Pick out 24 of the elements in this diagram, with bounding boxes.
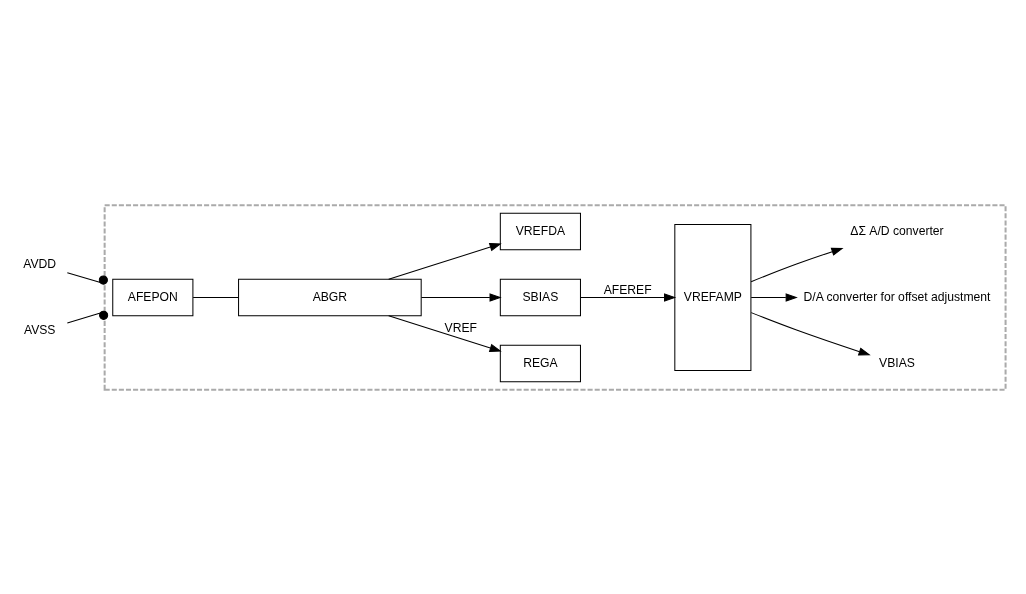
arrow <box>388 314 502 352</box>
connector <box>66 310 109 323</box>
cluster <box>103 203 1007 391</box>
node-text: D/A converter for offset adjustment <box>803 289 991 304</box>
node-box: ABGR <box>238 278 422 316</box>
node-box: SBIAS <box>499 278 581 316</box>
node-box: VREFDA <box>499 212 581 250</box>
edge-label: AFEREF <box>603 282 652 297</box>
node-box: VREFAMP <box>674 223 752 371</box>
node-text: ΔΣ A/D converter <box>850 223 944 238</box>
arrow <box>750 292 798 302</box>
connector <box>66 271 108 285</box>
node-box: REGA <box>499 344 581 382</box>
node-box: AFEPON <box>112 278 194 316</box>
arrow <box>750 247 844 282</box>
node-text: AVDD <box>23 256 57 271</box>
node-text: VBIAS <box>879 355 915 370</box>
edge-label: VREF <box>444 320 477 335</box>
node-text: AVSS <box>23 322 56 337</box>
arrow <box>750 311 871 356</box>
arrow <box>388 242 502 280</box>
connector <box>192 296 239 298</box>
arrow <box>420 292 502 302</box>
arrow <box>580 292 677 302</box>
